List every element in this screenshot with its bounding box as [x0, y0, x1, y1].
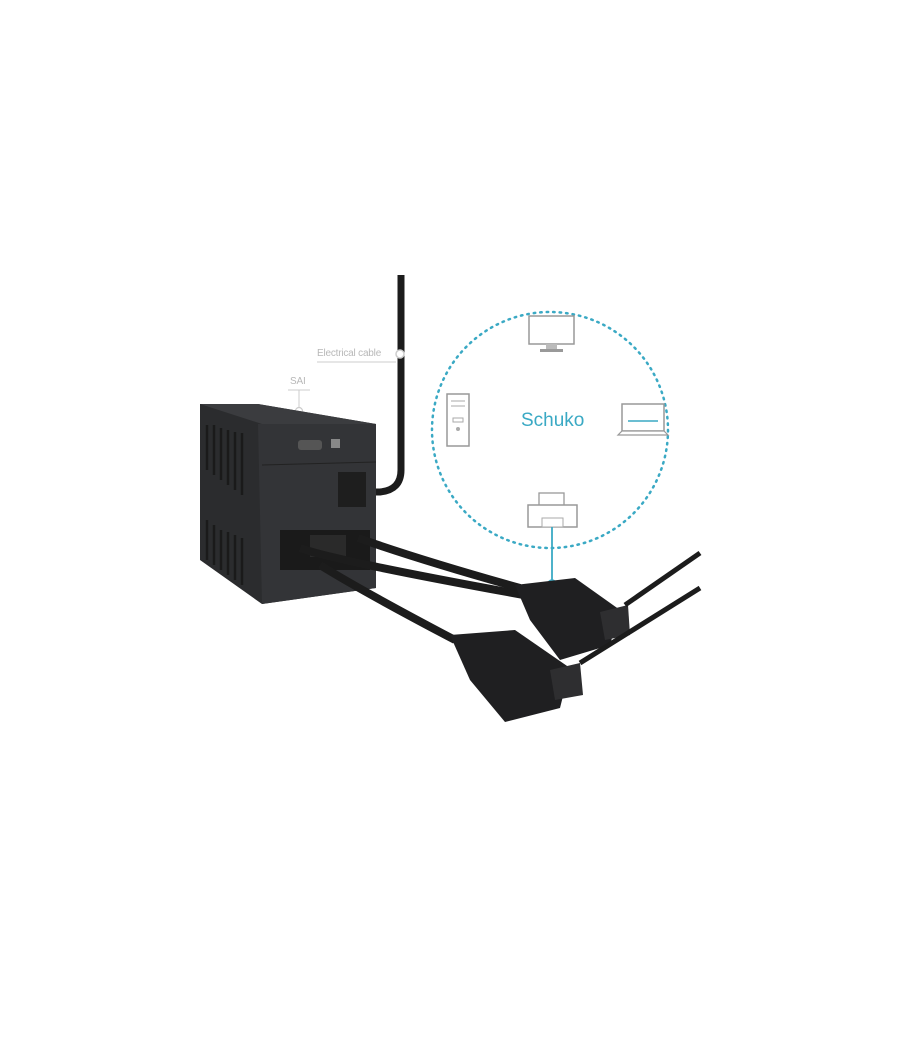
laptop-icon — [616, 403, 670, 436]
sai-label: SAI — [290, 376, 306, 387]
schuko-label: Schuko — [521, 410, 585, 431]
schuko-adapter-2 — [450, 630, 583, 722]
schuko-dotted-ring — [430, 310, 670, 550]
schuko-adapter-1 — [515, 578, 630, 660]
printer-icon — [527, 492, 578, 528]
desktop-tower-icon — [446, 393, 470, 447]
electrical-cable-label: Electrical cable — [317, 348, 382, 359]
ups-unit — [200, 404, 377, 604]
monitor-icon — [528, 315, 575, 352]
